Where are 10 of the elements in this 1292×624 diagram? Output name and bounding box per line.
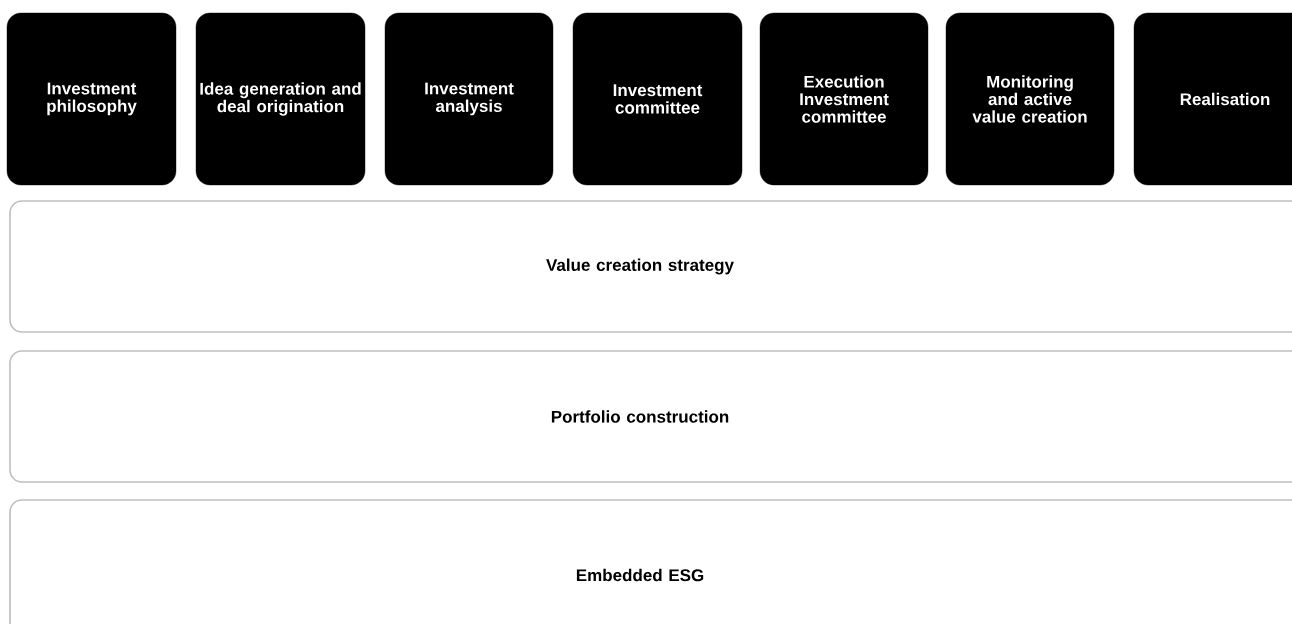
process-box: Investment committee <box>572 12 743 186</box>
stage-band: Value creation strategy <box>9 200 1292 333</box>
process-box: Monitoring and active value creation <box>945 12 1115 186</box>
process-box: Idea generation and deal origination <box>195 12 366 186</box>
process-box: Realisation <box>1133 12 1292 186</box>
process-box: Investment analysis <box>384 12 554 186</box>
process-box: Investment philosophy <box>6 12 177 186</box>
process-box: Execution Investment committee <box>759 12 929 186</box>
stage-band: Portfolio construction <box>9 350 1292 483</box>
stage-band: Embedded ESG <box>9 499 1292 624</box>
